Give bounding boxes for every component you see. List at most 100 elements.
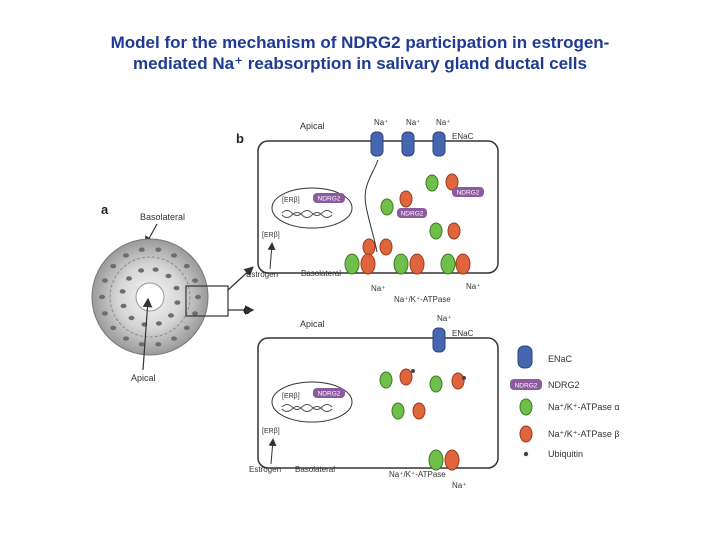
panel-b-na-bottom-right: Na⁺ [466, 282, 480, 291]
gland-cell-nucleus [119, 289, 126, 294]
panel-a-apical-label: Apical [131, 373, 156, 383]
panel-b-beta-subunit-3 [447, 222, 461, 240]
zoom-arrow-to-b [227, 266, 254, 291]
gland-cell-nucleus [192, 311, 199, 316]
panel-b-ndrg2-box-mid [397, 208, 427, 218]
gland-cell-nucleus [192, 278, 199, 283]
panel-b-pump-alpha-1 [344, 253, 360, 275]
salivary-gland-cross-section [91, 238, 209, 356]
gland-cell-nucleus [101, 311, 108, 316]
legend-ubiquitin-icon [523, 451, 529, 457]
panel-c-estrogen-arrow [268, 438, 277, 465]
panel-b-pump-beta-1 [360, 253, 376, 275]
panel-a-zoom-box [185, 285, 229, 317]
panel-c-beta-subunit-2 [451, 372, 465, 390]
panel-c-atpase-label: Na⁺/K⁺-ATPase [389, 470, 446, 479]
panel-b-alpha-subunit-1 [425, 174, 439, 192]
legend-atpase-beta-label: Na⁺/K⁺-ATPase β [548, 429, 620, 439]
panel-b-pump-alpha-3 [440, 253, 456, 275]
panel-b-er-beta-membrane: [ERβ] [262, 232, 280, 239]
panel-a-letter: a [101, 202, 109, 217]
gland-cell-nucleus [138, 342, 145, 347]
gland-cell-nucleus [195, 294, 201, 300]
panel-c-ndrg2-nucleus-box [313, 388, 345, 398]
panel-b-estrogen-label: Estrogen [246, 270, 278, 279]
panel-b-basolateral-label: Basolateral [301, 269, 341, 278]
panel-b-ndrg2-label-mid: NDRG2 [401, 211, 424, 218]
panel-b-beta-subunit-1 [445, 173, 459, 191]
panel-c-beta-subunit-1 [399, 368, 413, 386]
panel-c-apical-label: Apical [300, 319, 325, 329]
panel-c-pump-beta [444, 449, 460, 471]
panel-c-letter: c [243, 302, 250, 317]
panel-b-beta-subunit-4 [362, 238, 376, 256]
panel-c-estrogen-label: Estrogen [249, 465, 281, 474]
panel-b-enac-label: ENaC [452, 132, 474, 141]
legend-ndrg2-icon [510, 379, 542, 390]
panel-b-atpase-label: Na⁺/K⁺-ATPase [394, 295, 451, 304]
panel-b-ndrg2-label-top: NDRG2 [457, 190, 480, 197]
gland-cell-nucleus [152, 267, 159, 272]
gland-cell-nucleus [155, 321, 162, 326]
panel-c-cell [257, 337, 499, 469]
panel-c-alpha-subunit-2 [429, 375, 443, 393]
gland-cell-nucleus [165, 273, 172, 279]
panel-c-basolateral-label: Basolateral [295, 465, 335, 474]
gland-cell-nucleus [138, 268, 145, 273]
panel-a-apical-arrow [142, 297, 153, 371]
panel-b-pump-beta-2 [409, 253, 425, 275]
legend-enac-icon [517, 345, 533, 369]
panel-b-er-beta-nucleus: [ERβ] [282, 197, 300, 204]
panel-b-apical-label: Apical [300, 121, 325, 131]
panel-b-na-bottom-left: Na⁺ [371, 284, 385, 293]
panel-c-er-beta-membrane: [ERβ] [262, 428, 280, 435]
legend-alpha-icon [519, 398, 533, 416]
gland-cell-nucleus [171, 253, 177, 258]
panel-b-ndrg2-nucleus-label: NDRG2 [318, 196, 341, 203]
gland-cell-nucleus [110, 263, 117, 269]
panel-c-na-top: Na⁺ [437, 314, 451, 323]
gland-cell-nuclei [99, 247, 201, 347]
panel-b-enac-channel-1 [370, 131, 384, 157]
panel-b-na-label-3: Na⁺ [436, 118, 450, 127]
panel-c-ubiquitin-1 [411, 369, 415, 373]
legend-enac-label: ENaC [548, 354, 573, 364]
gland-cell-nucleus [123, 253, 129, 258]
legend-atpase-alpha-label: Na⁺/K⁺-ATPase α [548, 402, 620, 412]
legend-ubiquitin-label: Ubiquitin [548, 449, 583, 459]
gland-cell-nucleus [110, 325, 117, 331]
panel-c-enac-label: ENaC [452, 329, 474, 338]
panel-c-alpha-subunit-1 [379, 371, 393, 389]
gland-cell-nucleus [101, 278, 108, 283]
gland-cell-nucleus [155, 247, 162, 252]
panel-b-alpha-subunit-3 [429, 222, 443, 240]
panel-c-ndrg2-nucleus-label: NDRG2 [318, 391, 341, 398]
figure-title-line-2: mediated Na⁺ reabsorption in salivary gl… [133, 54, 587, 73]
gland-cell-nucleus [120, 303, 127, 309]
panel-c-ubiquitin-2 [462, 376, 466, 380]
gland-cell-nucleus [123, 336, 129, 341]
panel-b-enac-channel-2 [401, 131, 415, 157]
panel-b-estrogen-arrow [267, 242, 276, 270]
panel-c-enac-channel [432, 327, 446, 353]
panel-b-letter: b [236, 131, 244, 146]
gland-cell-nucleus [173, 285, 180, 291]
panel-b-na-label-2: Na⁺ [406, 118, 420, 127]
panel-b-beta-subunit-5 [379, 238, 393, 256]
gland-cell-nucleus [171, 336, 177, 341]
gland-cell-nucleus [99, 294, 105, 300]
panel-c-alpha-subunit-3 [391, 402, 405, 420]
gland-cell-nucleus [128, 315, 135, 321]
panel-b-beta-subunit-2 [399, 190, 413, 208]
legend-ndrg2-icon-label: NDRG2 [515, 383, 538, 390]
panel-c-beta-subunit-3 [412, 402, 426, 420]
panel-b-pump-beta-3 [455, 253, 471, 275]
legend-beta-icon [519, 425, 533, 443]
gland-cell-nucleus [126, 276, 132, 281]
gland-cell-nucleus [138, 247, 145, 252]
gland-cell-nucleus [183, 263, 190, 269]
panel-b-trafficking-path [364, 159, 379, 253]
legend-ndrg2-label: NDRG2 [548, 380, 580, 390]
panel-b-pump-alpha-2 [393, 253, 409, 275]
